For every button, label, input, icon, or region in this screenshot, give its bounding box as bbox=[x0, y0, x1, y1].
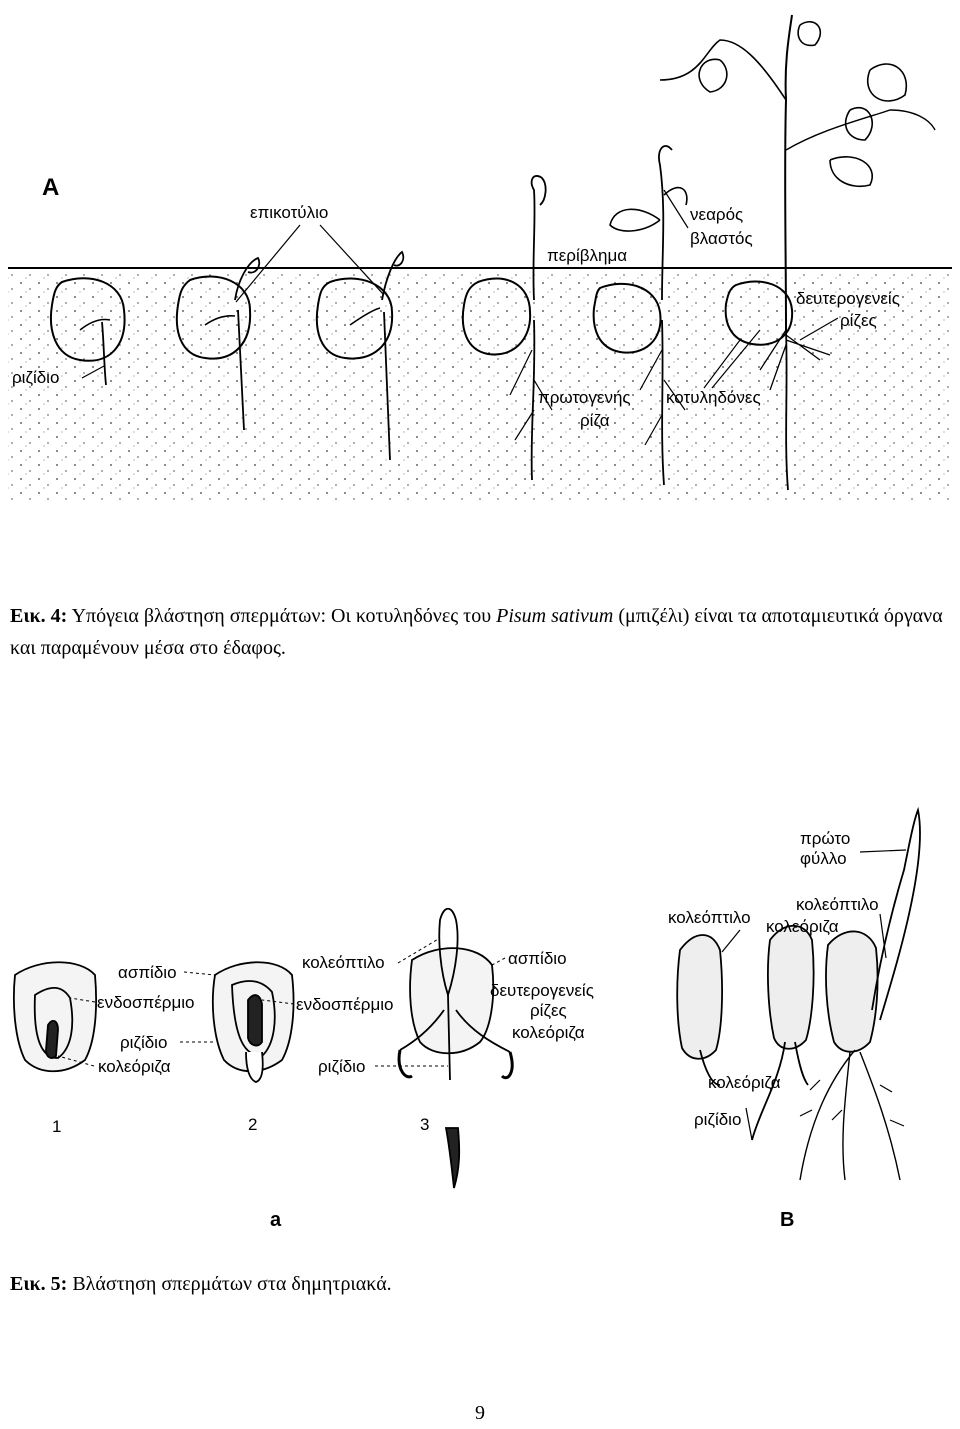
label-coleoptile-right-1: κολεόπτιλο bbox=[668, 908, 751, 927]
pea-seed-stage-5 bbox=[592, 145, 688, 486]
label-coleorhiza-right-top: κολεόριζα bbox=[766, 917, 839, 936]
caption-4-species: Pisum sativum bbox=[496, 605, 614, 627]
label-coleorhiza-3: κολεόριζα bbox=[512, 1023, 585, 1042]
panel-letter-a: A bbox=[42, 174, 59, 201]
label-scutellum-3: ασπίδιο bbox=[508, 949, 567, 968]
caption-4-prefix: Εικ. 4: bbox=[10, 605, 68, 627]
grain-stage-3 bbox=[397, 907, 514, 1189]
grain-seedling-right-2 bbox=[751, 924, 815, 1141]
caption-5-prefix: Εικ. 5: bbox=[10, 1273, 68, 1295]
label-first-leaf-2: φύλλο bbox=[800, 849, 847, 868]
label-secondary-roots-2-a: ρίζες bbox=[840, 311, 877, 330]
label-coleoptile-right-2: κολεόπτιλο bbox=[796, 895, 879, 914]
caption-5-text: Βλάστηση σπερμάτων στα δημητριακά. bbox=[67, 1273, 392, 1295]
label-coleoptile-3: κολεόπτιλο bbox=[302, 953, 385, 972]
grain-seedling-right-3 bbox=[799, 806, 921, 1181]
stage-number-2: 2 bbox=[248, 1115, 257, 1134]
label-scutellum-1: ασπίδιο bbox=[118, 963, 177, 982]
label-coleorhiza-1: κολεόριζα bbox=[98, 1057, 171, 1076]
label-radicle-b1: ριζίδιο bbox=[120, 1033, 167, 1052]
figure-b-illustration: 1 2 3 a ασπίδιο ενδοσπέρμιο ριζίδιο κολε… bbox=[13, 806, 921, 1230]
label-young-shoot-2: βλαστός bbox=[690, 229, 753, 248]
stage-number-1: 1 bbox=[52, 1117, 61, 1136]
pea-seed-stage-1 bbox=[50, 277, 126, 386]
caption-4-text-1: Υπόγεια βλάστηση σπερμάτων: Οι κοτυληδόν… bbox=[67, 605, 497, 627]
pea-seed-stage-3 bbox=[315, 250, 405, 461]
soil-area bbox=[8, 270, 952, 500]
caption-4-text-2: (μπιζέλι) είναι τα αποταμιευτικά όργανα … bbox=[10, 605, 943, 659]
figure-a-illustration: A bbox=[8, 14, 952, 500]
label-seed-coat: περίβλημα bbox=[547, 246, 627, 265]
label-young-shoot-1: νεαρός bbox=[690, 205, 743, 224]
grain-stage-2 bbox=[211, 961, 295, 1083]
caption-figure-5: Εικ. 5: Βλάστηση σπερμάτων στα δημητριακ… bbox=[10, 1268, 950, 1300]
label-secondary-roots-1-b: δευτερογενείς bbox=[490, 981, 594, 1000]
pea-seed-stage-4 bbox=[461, 175, 553, 481]
label-radicle-b3: ριζίδιο bbox=[318, 1057, 365, 1076]
label-primary-root-1: πρωτογενής bbox=[538, 388, 631, 407]
figure-b: 1 2 3 a ασπίδιο ενδοσπέρμιο ριζίδιο κολε… bbox=[0, 780, 960, 1230]
caption-figure-4: Εικ. 4: Υπόγεια βλάστηση σπερμάτων: Οι κ… bbox=[10, 600, 950, 664]
page-number: 9 bbox=[475, 1402, 485, 1424]
label-primary-root-2: ρίζα bbox=[580, 411, 610, 430]
label-coleorhiza-right: κολεόριζα bbox=[708, 1073, 781, 1092]
stage-number-3: 3 bbox=[420, 1115, 429, 1134]
label-secondary-roots-1-a: δευτερογενείς bbox=[796, 289, 900, 308]
figure-a: A bbox=[0, 0, 960, 520]
label-first-leaf-1: πρώτο bbox=[800, 829, 850, 848]
label-epicotyl: επικοτύλιο bbox=[250, 203, 328, 222]
panel-letter-b-left: a bbox=[270, 1209, 282, 1230]
label-endosperm-2: ενδοσπέρμιο bbox=[296, 995, 394, 1014]
grain-stage-1 bbox=[13, 961, 97, 1073]
label-cotyledons: κοτυληδόνες bbox=[666, 388, 761, 407]
pea-seed-stage-2 bbox=[175, 256, 261, 431]
grain-seedling-right-1 bbox=[676, 934, 723, 1086]
label-endosperm-1: ενδοσπέρμιο bbox=[97, 993, 195, 1012]
pea-seed-stage-6 bbox=[659, 14, 936, 491]
panel-letter-b-right: B bbox=[780, 1209, 794, 1230]
label-secondary-roots-2-b: ρίζες bbox=[530, 1001, 567, 1020]
label-radicle-right: ριζίδιο bbox=[694, 1110, 741, 1129]
label-radicle-a: ριζίδιο bbox=[12, 368, 59, 387]
